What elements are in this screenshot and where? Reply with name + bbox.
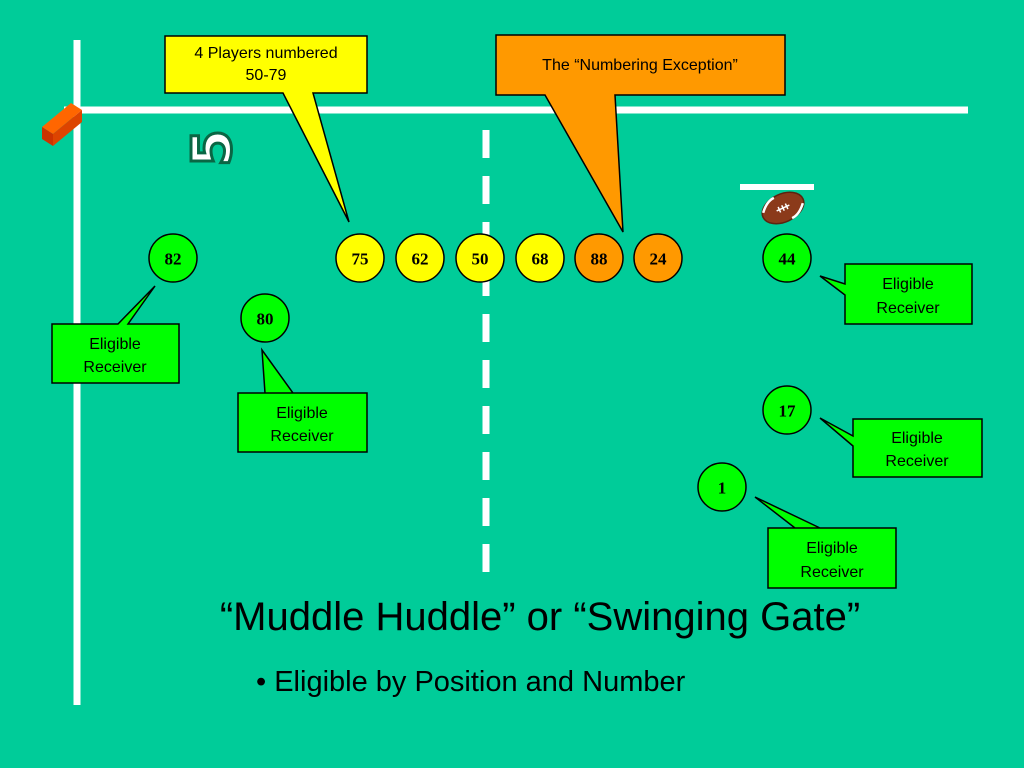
player-circle — [697, 462, 747, 512]
player-circle — [148, 233, 198, 283]
slide-title: “Muddle Huddle” or “Swinging Gate” — [219, 595, 861, 639]
eligible-callout-1: Eligible Receiver — [754, 496, 897, 589]
player-number: 80 — [257, 310, 274, 329]
player-circle — [335, 233, 385, 283]
player-number: 68 — [532, 250, 549, 269]
eligible-callout-17: Eligible Receiver — [819, 417, 983, 478]
eligible-callout-label-line1: Eligible — [89, 336, 141, 353]
player-number: 62 — [412, 250, 429, 269]
callout-numbering-exception: The “Numbering Exception” — [495, 34, 786, 233]
player-circle — [240, 293, 290, 343]
player-68: 68 — [515, 233, 565, 283]
player-62: 62 — [395, 233, 445, 283]
slide-bullet: • Eligible by Position and Number — [256, 666, 686, 698]
player-50: 50 — [455, 233, 505, 283]
player-number: 88 — [591, 250, 608, 269]
player-number: 50 — [472, 250, 489, 269]
player-80: 80 — [240, 293, 290, 343]
svg-text:5: 5 — [181, 129, 244, 167]
eligible-callout-82: Eligible Receiver — [51, 285, 180, 384]
player-88: 88 — [574, 233, 624, 283]
player-17: 17 — [762, 385, 812, 435]
player-number: 1 — [718, 479, 727, 498]
player-number: 17 — [779, 402, 797, 421]
player-circle — [395, 233, 445, 283]
player-44: 44 — [762, 233, 812, 283]
eligible-callout-label-line2: Receiver — [800, 564, 864, 581]
callout-players-numbered-line1: 4 Players numbered — [194, 45, 337, 62]
eligible-callout-label-line2: Receiver — [270, 428, 334, 445]
player-circle — [455, 233, 505, 283]
player-circle — [633, 233, 683, 283]
player-circle — [515, 233, 565, 283]
player-circle — [762, 233, 812, 283]
eligible-callout-label-line2: Receiver — [83, 359, 147, 376]
eligible-callout-label-line1: Eligible — [806, 540, 858, 557]
eligible-callout-80: Eligible Receiver — [237, 347, 368, 453]
eligible-callout-label-line2: Receiver — [885, 453, 949, 470]
eligible-callout-label-line1: Eligible — [882, 276, 934, 293]
football-icon — [761, 191, 805, 225]
eligible-callout-label-line1: Eligible — [276, 405, 328, 422]
player-1: 1 — [697, 462, 747, 512]
callout-numbering-exception-text: The “Numbering Exception” — [542, 57, 738, 74]
player-number: 82 — [165, 250, 182, 269]
eligible-callout-label-line2: Receiver — [876, 300, 940, 317]
player-number: 24 — [650, 250, 668, 269]
player-circle — [574, 233, 624, 283]
eligible-callout-44: Eligible Receiver — [819, 263, 973, 325]
player-number: 44 — [779, 250, 797, 269]
player-82: 82 — [148, 233, 198, 283]
players: 82 80 75 62 50 68 88 24 44 17 1 — [148, 233, 812, 512]
pylon-icon — [42, 103, 82, 146]
player-number: 75 — [352, 250, 369, 269]
player-24: 24 — [633, 233, 683, 283]
callout-players-numbered-line2: 50-79 — [246, 67, 287, 84]
yard-marker: 5 — [179, 128, 245, 169]
eligible-callout-label-line1: Eligible — [891, 430, 943, 447]
player-circle — [762, 385, 812, 435]
player-75: 75 — [335, 233, 385, 283]
callout-players-numbered: 4 Players numbered 50-79 — [164, 35, 368, 223]
